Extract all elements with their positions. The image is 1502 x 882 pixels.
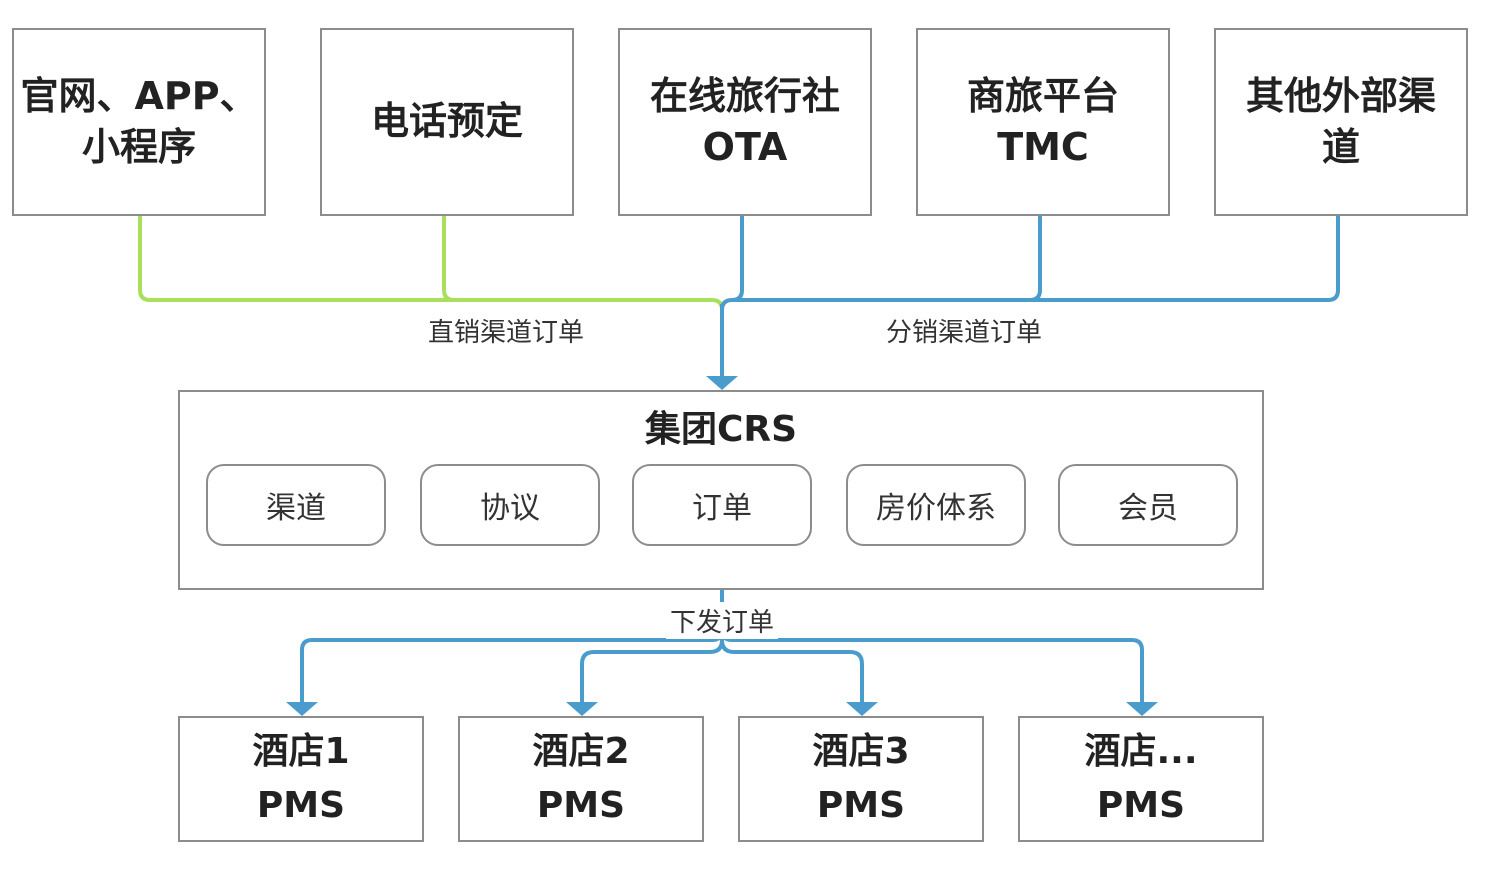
arrow-hotel3	[846, 702, 878, 716]
hotel-pms-more: 酒店... PMS	[1018, 716, 1264, 842]
crs-inbound-arrow	[706, 376, 738, 390]
hotel-label-line: PMS	[256, 785, 346, 826]
hotel-pms-2: 酒店2 PMS	[458, 716, 704, 842]
edge-label-direct-orders: 直销渠道订单	[424, 312, 589, 349]
arrow-hotel1	[286, 702, 318, 716]
source-label-line: 小程序	[81, 125, 196, 169]
hotel-label-line: 酒店2	[532, 731, 630, 772]
source-other-external: 其他外部渠 道	[1214, 28, 1468, 216]
dispatch-line-hotel3	[720, 639, 864, 704]
source-label-line: TMC	[997, 125, 1089, 169]
crs-module-order: 订单	[632, 464, 812, 546]
source-phone-booking: 电话预定	[320, 28, 574, 216]
source-label-line: 道	[1321, 125, 1360, 169]
hotel-label-line: 酒店3	[812, 731, 910, 772]
hotel-label-line: PMS	[536, 785, 626, 826]
distribution-line-other	[1030, 216, 1340, 302]
crs-module-agreement: 协议	[420, 464, 600, 546]
source-ota: 在线旅行社 OTA	[618, 28, 872, 216]
source-label-line: OTA	[702, 125, 788, 169]
hotel-label-line: PMS	[1096, 785, 1186, 826]
source-label-line: 其他外部渠	[1245, 73, 1436, 118]
source-label-line: 在线旅行社	[649, 73, 840, 118]
hotel-pms-3: 酒店3 PMS	[738, 716, 984, 842]
hotel-label-line: 酒店...	[1084, 731, 1198, 772]
distribution-line-tmc	[732, 216, 1042, 302]
dispatch-line-hotel1	[300, 629, 724, 704]
edge-label-dispatch-orders: 下发订单	[666, 602, 779, 639]
crs-module-member: 会员	[1058, 464, 1238, 546]
crs-title: 集团CRS	[644, 409, 798, 450]
source-tmc: 商旅平台 TMC	[916, 28, 1170, 216]
edge-label-distribution-orders: 分销渠道订单	[882, 312, 1047, 349]
hotel-pms-1: 酒店1 PMS	[178, 716, 424, 842]
dispatch-line-hotel2	[580, 639, 724, 704]
dispatch-line-hotel4	[720, 629, 1144, 704]
direct-line-official	[138, 216, 724, 311]
arrow-hotel4	[1126, 702, 1158, 716]
source-official-app-miniprogram: 官网、APP、 小程序	[12, 28, 266, 216]
direct-line-phone	[442, 216, 455, 302]
hotel-label-line: 酒店1	[252, 731, 350, 772]
crs-module-channel: 渠道	[206, 464, 386, 546]
source-label-line: 商旅平台	[966, 73, 1119, 118]
crs-container: 集团CRS 渠道 协议 订单 房价体系 会员	[178, 390, 1264, 590]
distribution-line-ota	[720, 216, 744, 311]
source-label-line: 电话预定	[370, 99, 523, 144]
hotel-label-line: PMS	[816, 785, 906, 826]
arrow-hotel2	[566, 702, 598, 716]
source-label-line: 官网、APP、	[20, 73, 258, 118]
crs-module-rate-system: 房价体系	[846, 464, 1026, 546]
